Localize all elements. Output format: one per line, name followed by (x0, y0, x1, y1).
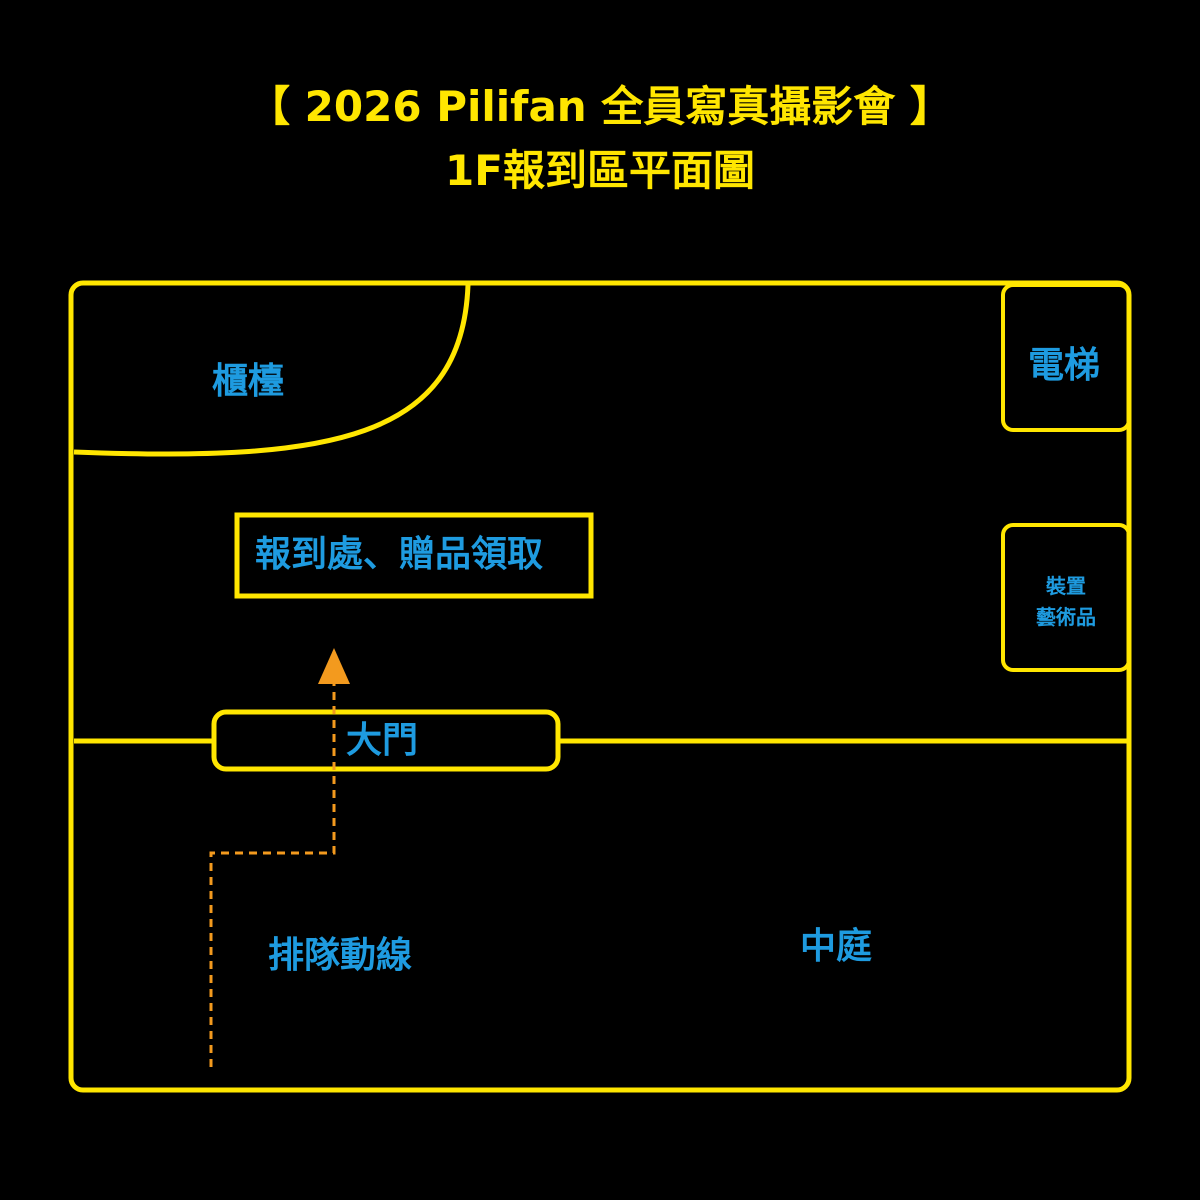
queue-label: 排隊動線 (268, 935, 413, 976)
counter-label: 櫃檯 (212, 361, 285, 402)
art-installation-label-line1: 裝置 (1046, 574, 1086, 598)
art-installation-label: 裝置 藝術品 (1003, 571, 1129, 633)
gate-label: 大門 (346, 720, 419, 761)
gate-box (211, 709, 561, 772)
art-installation-label-line2: 藝術品 (1036, 605, 1096, 629)
elevator-box (1001, 283, 1131, 432)
outer-wall (68, 280, 1132, 1093)
map-subtitle: 1F報到區平面圖 (445, 146, 755, 195)
checkin-label: 報到處、贈品領取 (255, 534, 544, 575)
queue-path (209, 684, 336, 1067)
courtyard-label: 中庭 (800, 926, 873, 967)
counter-boundary (73, 284, 471, 457)
map-title: 【 2026 Pilifan 全員寫真攝影會 】 (248, 82, 952, 131)
art-installation-box (1001, 523, 1131, 672)
elevator-label: 電梯 (1028, 345, 1101, 386)
checkin-box (234, 512, 594, 599)
queue-arrow-icon (318, 648, 350, 684)
